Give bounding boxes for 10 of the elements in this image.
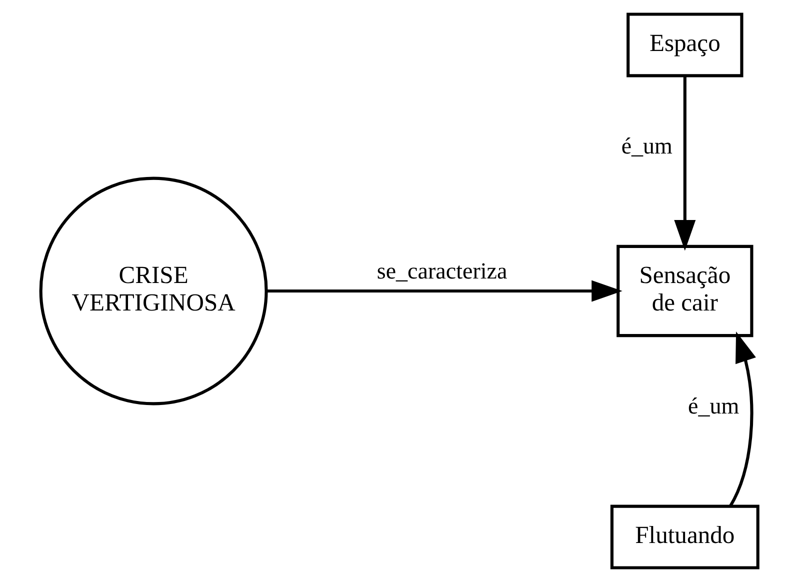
edge-label: é_um xyxy=(688,392,739,419)
arrow xyxy=(728,332,756,507)
arrow xyxy=(266,280,622,302)
edge-label: se_caracteriza xyxy=(376,258,507,284)
node-circle: CRISE VERTIGINOSA xyxy=(38,176,268,406)
arrow xyxy=(674,76,696,251)
node-box: Sensação de cair xyxy=(616,244,753,338)
edge-label: é_um xyxy=(620,132,672,158)
node-box: Flutuando xyxy=(610,504,759,570)
node-box: Espaço xyxy=(626,12,743,78)
